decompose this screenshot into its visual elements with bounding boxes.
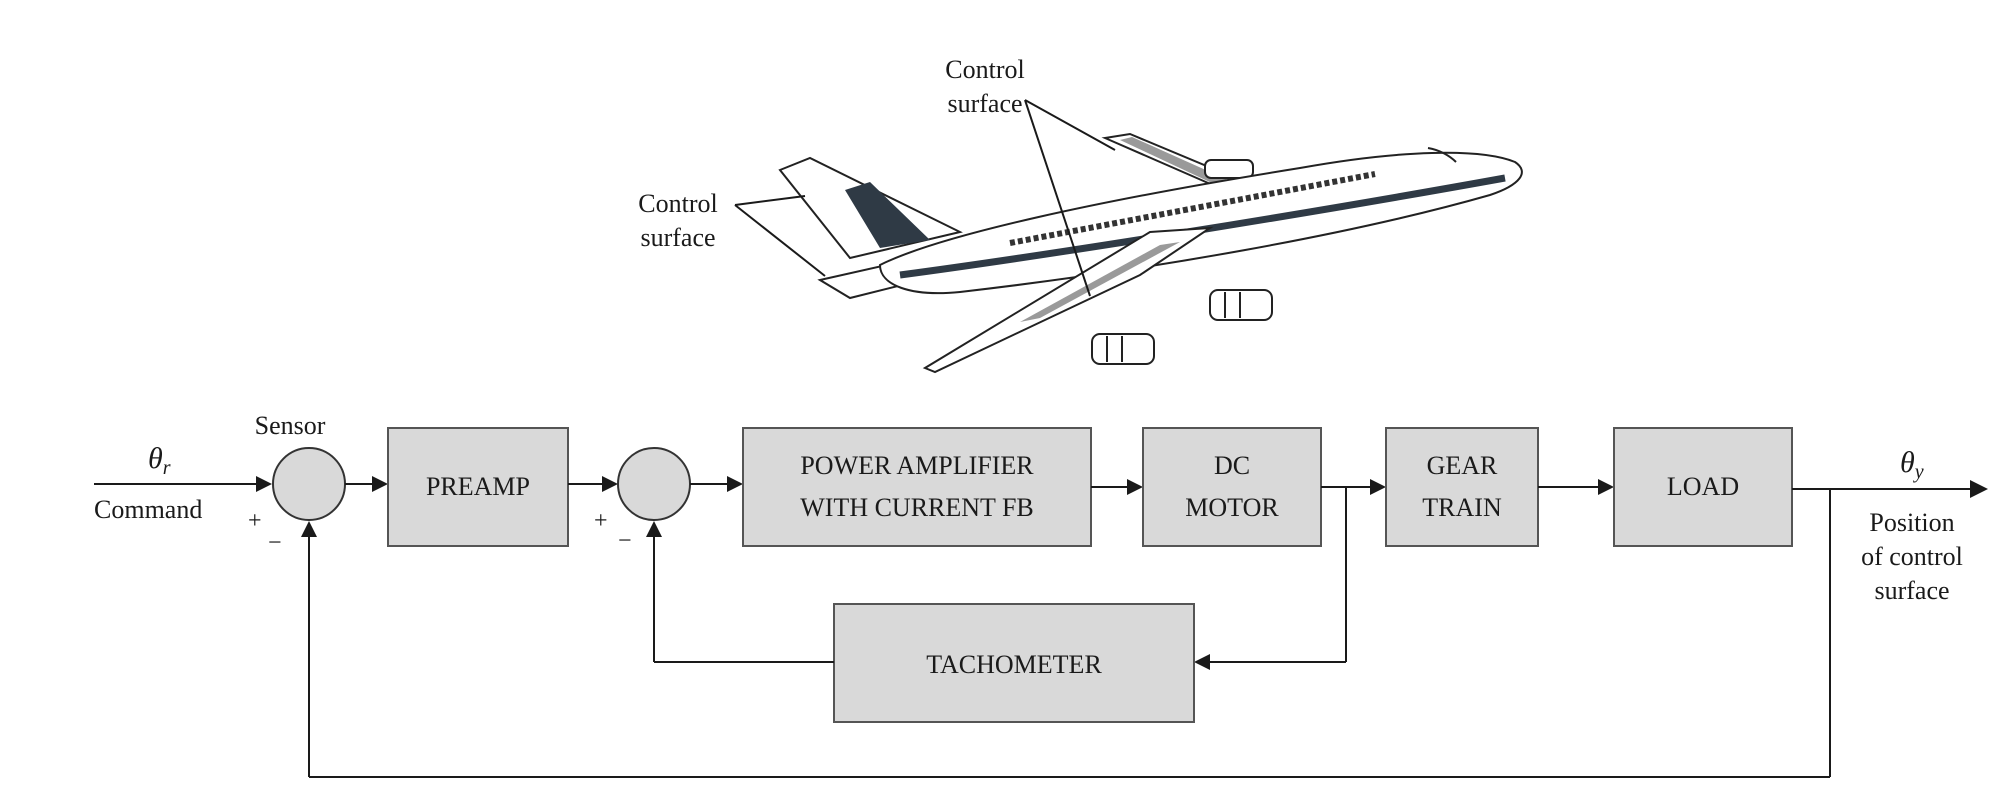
gear-train-label-line2: TRAIN [1422,493,1502,522]
junction1-minus-sign: − [268,530,282,556]
output-label-line2: of control [1861,542,1963,571]
airplane-near-wing-flap [1020,242,1180,322]
output-label-line1: Position [1869,508,1954,537]
input-signal-symbol: θr [148,442,171,479]
control-surface-label-left-line2: surface [640,223,715,252]
preamp-block [387,427,569,547]
airplane-cockpit [1427,147,1457,163]
dc-motor-label-line2: MOTOR [1185,493,1279,522]
tachometer-block [833,603,1195,723]
control-surface-label-top-line1: Control [945,55,1024,84]
airplane-far-wing-flap [1120,137,1228,184]
summing-junction-sensor [272,447,346,521]
airplane-windows [1009,171,1376,246]
output-signal-symbol: θy [1900,446,1924,483]
dc-motor-block [1142,427,1322,547]
block-diagram: θr Command Sensor + − PREAMP + − POWER A… [94,411,1988,778]
load-block [1613,427,1793,547]
airplane-tail-fin-stripe [845,182,930,248]
arrow-into-motor [1127,479,1143,495]
dc-motor-label-line1: DC [1214,451,1250,480]
power-amplifier-label-line1: POWER AMPLIFIER [800,451,1034,480]
junction2-plus-sign: + [594,508,608,534]
arrow-into-tachometer [1194,654,1210,670]
arrow-into-gear-train [1370,479,1386,495]
junction2-minus-sign: − [618,528,632,554]
leader-line-tail-2 [734,204,826,277]
tachometer-label: TACHOMETER [926,650,1102,679]
control-surface-label-top-line2: surface [947,89,1022,118]
sensor-label: Sensor [255,411,326,440]
gear-train-label-line1: GEAR [1427,451,1498,480]
arrow-into-power-amp [727,476,743,492]
arrow-into-junction2 [602,476,618,492]
control-surface-label-left-line1: Control [638,189,717,218]
load-label: LOAD [1667,472,1739,501]
leader-line-tail-1 [734,195,806,206]
arrow-into-sensor [256,476,272,492]
power-amplifier-block [742,427,1092,547]
arrow-into-preamp [372,476,388,492]
junction1-plus-sign: + [248,508,262,534]
airplane-illustration: Control surface Control surface [638,55,1523,374]
gear-train-block [1385,427,1539,547]
preamp-label: PREAMP [426,472,530,501]
arrow-into-sensor-feedback [301,521,317,537]
airplane-far-engine [1204,159,1254,179]
input-command-label: Command [94,495,202,524]
summing-junction-current [617,447,691,521]
leader-line-wing [1024,99,1116,151]
output-label-line3: surface [1874,576,1949,605]
leader-line-near-wing [1024,99,1091,297]
arrow-into-junction2-feedback [646,521,662,537]
power-amplifier-label-line2: WITH CURRENT FB [800,493,1034,522]
output-arrow [1970,480,1988,498]
arrow-into-load [1598,479,1614,495]
